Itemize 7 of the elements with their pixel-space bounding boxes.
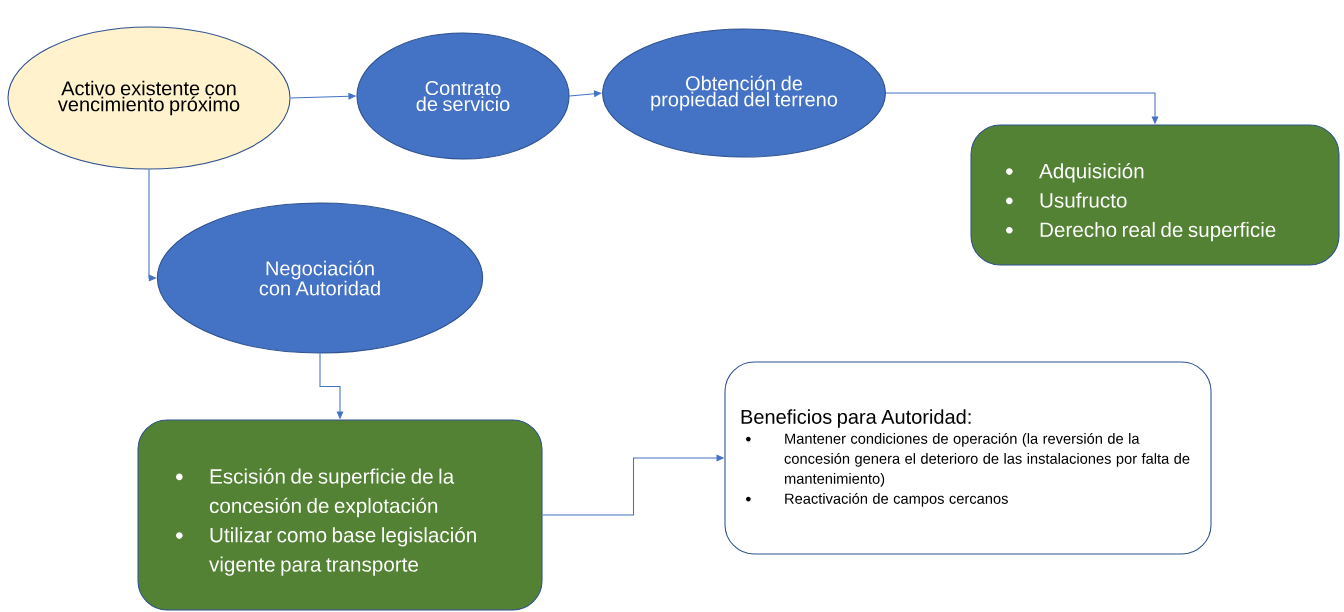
ellipse-node: Activo existente con vencimiento próximo xyxy=(7,26,291,170)
rounded-box: Adquisición Usufructo Derecho real de superficie xyxy=(970,124,1340,266)
ellipse-node: Contrato de servicio xyxy=(356,32,570,160)
ellipse-node: Negociación con Autoridad xyxy=(156,202,484,354)
rounded-box: Escisión de superficie de la concesión de explotación Utilizar como base legislación vigente para transporte xyxy=(137,419,543,611)
rounded-box: Beneficios para Autoridad: Mantener condiciones de operación (la reversión de la concesión genera el deterioro de las instalaciones por falta de mantenimiento) Reactivación de campos cercanos xyxy=(724,361,1212,555)
ellipse-node: Obtención de propiedad del terreno xyxy=(602,28,886,158)
